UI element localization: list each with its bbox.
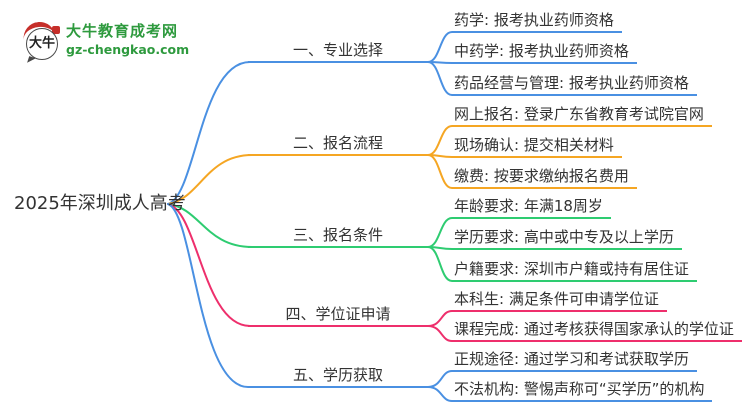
brand-domain: gz-chengkao.com <box>66 42 190 57</box>
item-5-2: 不法机构: 警惕声称可“买学历”的机构 <box>452 380 713 402</box>
item-2-1: 网上报名: 登录广东省教育考试院官网 <box>452 105 712 127</box>
branch-label-1: 一、专业选择 <box>248 39 428 63</box>
item-3-2: 学历要求: 高中或中专及以上学历 <box>452 228 682 250</box>
item-2-2: 现场确认: 提交相关材料 <box>452 136 622 158</box>
branch-5-connector-2 <box>427 386 453 402</box>
branch-label-4: 四、学位证申请 <box>248 303 428 327</box>
branch-3-connector-2 <box>427 246 453 250</box>
item-3-3: 户籍要求: 深圳市户籍或持有居住证 <box>452 260 697 282</box>
branch-5-connector-1 <box>427 370 453 388</box>
brand-name: 大牛教育成考网 <box>66 22 179 40</box>
brand-text: 大牛教育成考网 gz-chengkao.com <box>66 20 189 57</box>
branch-2-connector-3 <box>427 154 453 189</box>
item-4-1: 本科生: 满足条件可申请学位证 <box>452 290 667 312</box>
branch-1-connector-2 <box>427 61 453 64</box>
branch-2-connector-2 <box>427 154 453 158</box>
item-1-3: 药品经营与管理: 报考执业药师资格 <box>452 74 697 96</box>
brand-logo: 大牛 大牛教育成考网 gz-chengkao.com <box>10 14 230 65</box>
item-4-2: 课程完成: 通过考核获得国家承认的学位证 <box>452 320 742 342</box>
branch-label-2: 二、报名流程 <box>248 132 428 156</box>
branch-2-connector-1 <box>427 125 453 156</box>
item-2-3: 缴费: 按要求缴纳报名费用 <box>452 167 637 189</box>
logo-bubble-tail <box>27 56 36 65</box>
branch-3-connector-1 <box>427 217 453 248</box>
branch-label-3: 三、报名条件 <box>248 224 428 248</box>
item-1-1: 药学: 报考执业药师资格 <box>452 11 622 33</box>
logo-bubble-icon: 大牛 <box>26 28 58 60</box>
item-1-2: 中药学: 报考执业药师资格 <box>452 42 637 64</box>
root-topic: 2025年深圳成人高考 <box>14 193 186 214</box>
branch-2-trunk-line <box>167 154 429 205</box>
branch-4-connector-2 <box>427 325 453 342</box>
branch-1-connector-1 <box>427 31 453 63</box>
item-3-1: 年龄要求: 年满18周岁 <box>452 197 611 219</box>
logo-seal-icon <box>52 26 60 34</box>
branch-4-connector-1 <box>427 310 453 327</box>
branch-3-connector-3 <box>427 246 453 282</box>
brand-logo-icon: 大牛 <box>22 20 60 65</box>
item-5-1: 正规途径: 通过学习和考试获取学历 <box>452 350 697 372</box>
branch-label-5: 五、学历获取 <box>248 364 428 388</box>
branch-1-connector-3 <box>427 61 453 96</box>
